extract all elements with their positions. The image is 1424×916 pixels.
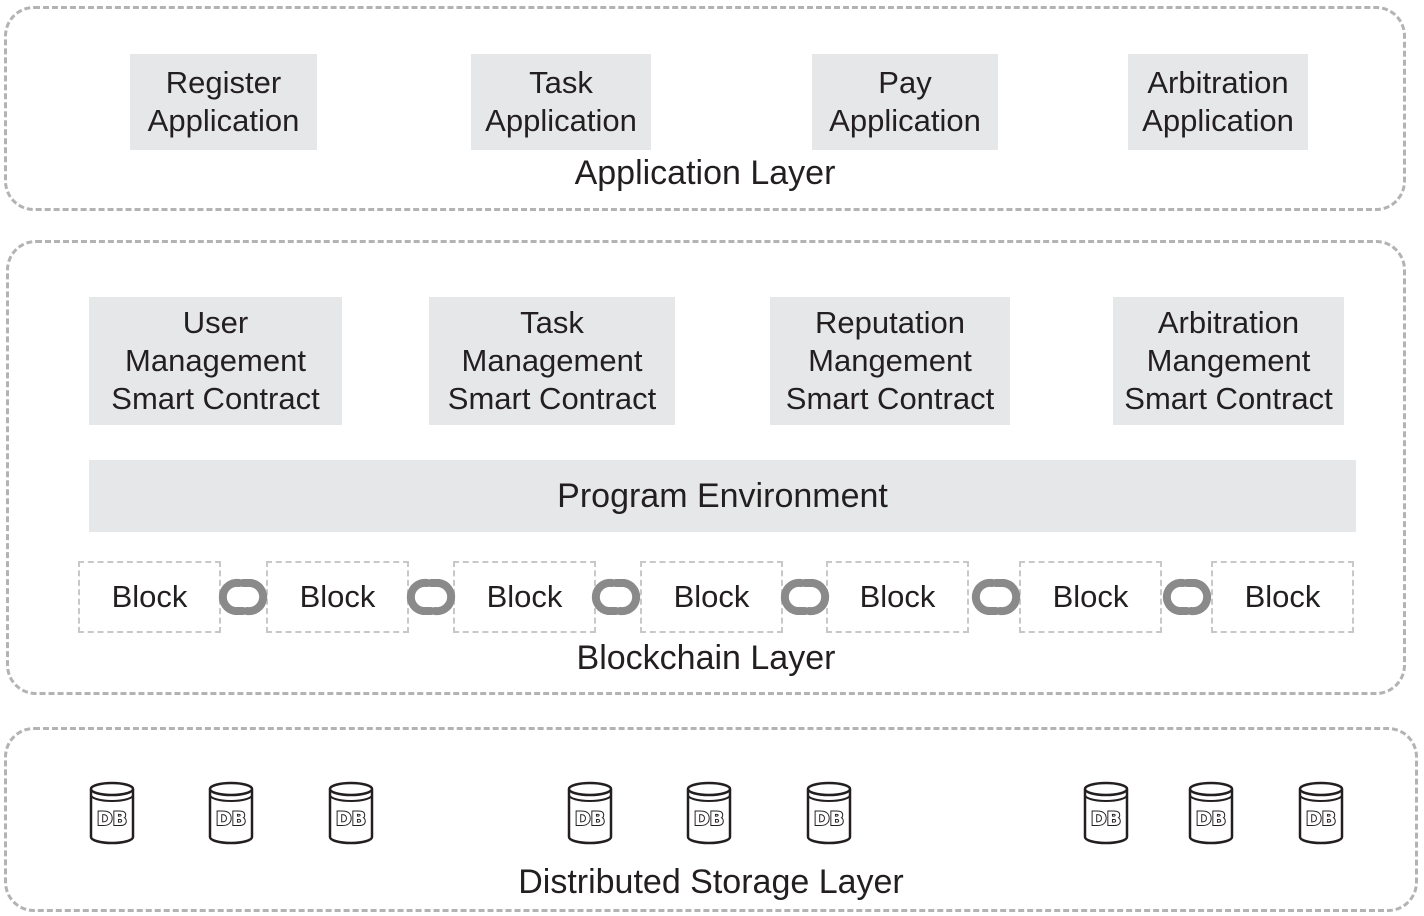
db-label: DB (694, 808, 724, 830)
user-management-contract-box: User Management Smart Contract (89, 297, 342, 425)
db-label: DB (1306, 808, 1336, 830)
program-environment-label: Program Environment (557, 477, 888, 515)
database-icon: DB (806, 781, 852, 845)
chain-link-icon (218, 578, 268, 616)
arbitration-management-contract-box: Arbitration Mangement Smart Contract (1113, 297, 1344, 425)
box-line: Arbitration (1157, 305, 1300, 340)
database-icon: DB (567, 781, 613, 845)
box-line: Application (1142, 103, 1294, 138)
db-label: DB (1091, 808, 1121, 830)
chain-link-icon (406, 578, 456, 616)
box-line: Mangement (808, 343, 972, 378)
box-line: Arbitration (1147, 65, 1289, 100)
db-label: DB (1196, 808, 1226, 830)
box-line: Smart Contract (785, 381, 995, 416)
block-label: Block (1052, 579, 1129, 614)
box-line: Reputation (815, 305, 965, 340)
box-line: Mangement (1146, 343, 1311, 378)
db-label: DB (575, 808, 605, 830)
program-environment-box: Program Environment (89, 460, 1356, 532)
block: Block (78, 561, 221, 633)
database-icon: DB (89, 781, 135, 845)
db-label: DB (216, 808, 246, 830)
task-management-contract-box: Task Management Smart Contract (429, 297, 675, 425)
box-line: User (182, 305, 249, 340)
block-label: Block (486, 579, 563, 614)
box-line: Task (529, 65, 593, 100)
box-line: Application (147, 103, 300, 138)
block-label: Block (111, 579, 188, 614)
blockchain-layer-title: Blockchain Layer (576, 639, 836, 677)
db-label: DB (336, 808, 366, 830)
box-line: Management (125, 343, 306, 378)
block: Block (640, 561, 783, 633)
task-application-box: Task Application (471, 54, 651, 150)
chain-link-icon (780, 578, 830, 616)
chain-link-icon (591, 578, 641, 616)
box-line: Pay (878, 65, 932, 100)
db-label: DB (97, 808, 127, 830)
box-line: Smart Contract (447, 381, 657, 416)
box-line: Management (461, 343, 643, 378)
box-line: Smart Contract (1124, 381, 1333, 416)
database-icon: DB (208, 781, 254, 845)
database-icon: DB (1188, 781, 1234, 845)
application-layer-title: Application Layer (574, 154, 836, 192)
blockchain-layer: Blockchain Layer (6, 240, 1406, 695)
box-line: Smart Contract (111, 381, 320, 416)
storage-layer-title: Distributed Storage Layer (518, 863, 904, 901)
arbitration-application-box: Arbitration Application (1128, 54, 1308, 150)
register-application-box: Register Application (130, 54, 317, 150)
database-icon: DB (328, 781, 374, 845)
block: Block (453, 561, 596, 633)
reputation-management-contract-box: Reputation Mangement Smart Contract (770, 297, 1010, 425)
block: Block (826, 561, 969, 633)
db-label: DB (814, 808, 844, 830)
box-line: Application (485, 103, 637, 138)
application-layer: Application Layer (4, 6, 1406, 211)
box-line: Register (165, 65, 282, 100)
chain-link-icon (1162, 578, 1212, 616)
box-line: Task (520, 305, 584, 340)
block: Block (1211, 561, 1354, 633)
chain-link-icon (971, 578, 1021, 616)
database-icon: DB (686, 781, 732, 845)
block-label: Block (299, 579, 376, 614)
database-icon: DB (1298, 781, 1344, 845)
database-icon: DB (1083, 781, 1129, 845)
distributed-storage-layer: Distributed Storage Layer (4, 727, 1418, 912)
block: Block (1019, 561, 1162, 633)
block-label: Block (859, 579, 936, 614)
block-label: Block (1244, 579, 1321, 614)
block-label: Block (673, 579, 750, 614)
pay-application-box: Pay Application (812, 54, 998, 150)
box-line: Application (829, 103, 981, 138)
block: Block (266, 561, 409, 633)
